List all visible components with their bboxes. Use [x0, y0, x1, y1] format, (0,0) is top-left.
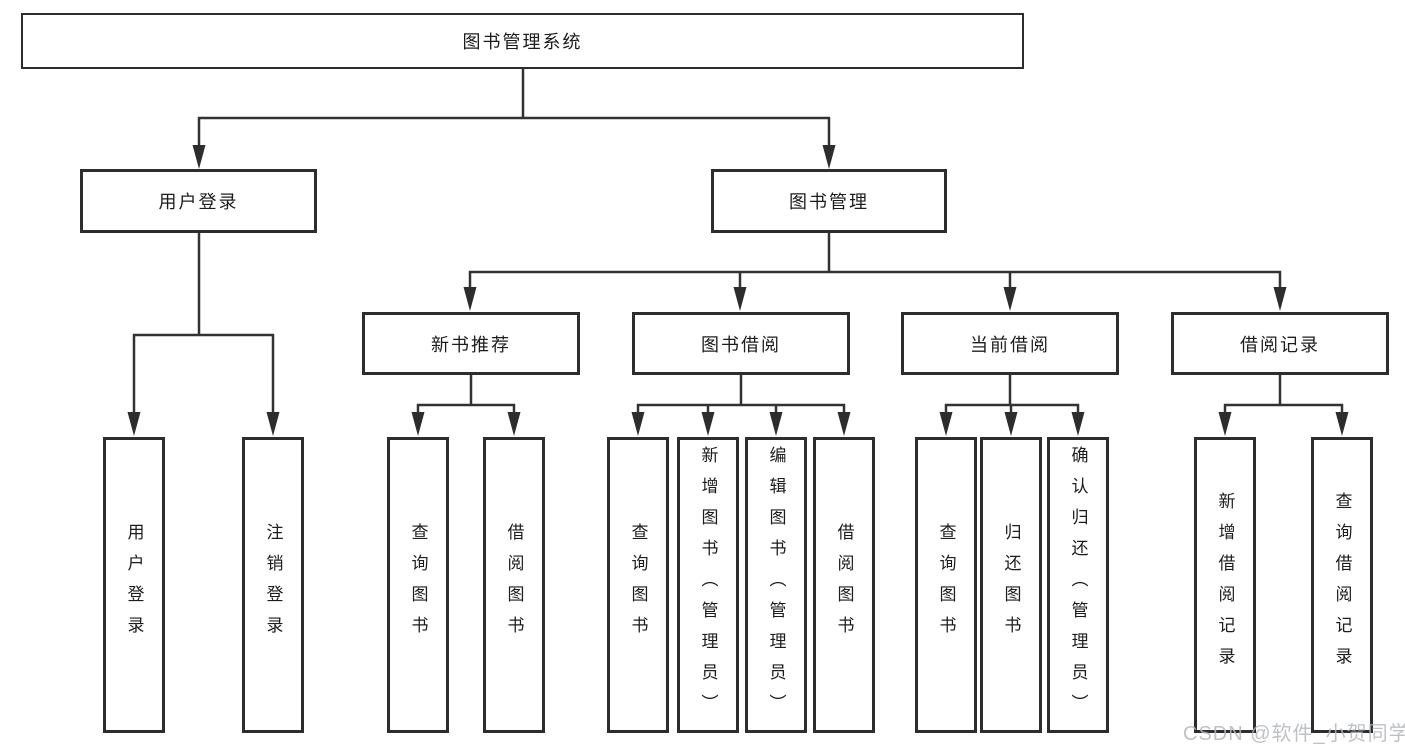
connector-root-to-level2	[192, 69, 836, 169]
leaf-edit-books-admin-label: 编辑图书（管理员）	[766, 445, 786, 725]
connector-new-book-recommend-children	[411, 375, 521, 436]
leaf-query-borrow-record: 查询借阅记录	[1311, 437, 1373, 733]
connector-book-borrow-children	[631, 375, 851, 436]
leaf-confirm-return-admin-label: 确认归还（管理员）	[1068, 445, 1088, 725]
arrowhead	[769, 412, 783, 436]
arrowhead	[463, 287, 477, 311]
csdn-watermark: CSDN @软件_小贺同学	[1183, 723, 1405, 745]
arrowhead	[507, 412, 521, 436]
arrowhead	[822, 145, 836, 169]
leaf-logout: 注销登录	[242, 437, 304, 733]
leaf-borrow-query-books-label: 查询图书	[628, 523, 648, 647]
node-root-label: 图书管理系统	[462, 32, 583, 52]
arrowhead	[1273, 287, 1287, 311]
leaf-user-login: 用户登录	[103, 437, 165, 733]
node-new-book-recommend-label: 新书推荐	[431, 334, 511, 355]
leaf-recommend-borrow-books: 借阅图书	[483, 437, 545, 733]
arrowhead	[1003, 287, 1017, 311]
leaf-recommend-query-books: 查询图书	[387, 437, 449, 733]
arrowhead	[1218, 412, 1232, 436]
node-root: 图书管理系统	[21, 13, 1024, 69]
arrowhead	[1335, 412, 1349, 436]
leaf-query-borrow-record-label: 查询借阅记录	[1332, 492, 1352, 678]
node-book-management-label: 图书管理	[789, 192, 869, 212]
node-new-book-recommend: 新书推荐	[362, 312, 580, 375]
node-current-borrow: 当前借阅	[901, 312, 1119, 375]
arrowhead	[837, 412, 851, 436]
connector-current-borrow-children	[939, 375, 1085, 436]
leaf-return-books-label: 归还图书	[1001, 523, 1021, 647]
leaf-edit-books-admin: 编辑图书（管理员）	[745, 437, 807, 733]
leaf-return-books: 归还图书	[980, 437, 1042, 733]
node-borrow-records: 借阅记录	[1171, 312, 1389, 375]
leaf-borrow-books-label: 借阅图书	[834, 523, 854, 647]
leaf-borrow-query-books: 查询图书	[607, 437, 669, 733]
leaf-current-query-books: 查询图书	[915, 437, 977, 733]
connector-book-management-to-level3	[463, 233, 1287, 311]
leaf-recommend-borrow-books-label: 借阅图书	[504, 523, 524, 647]
leaf-current-query-books-label: 查询图书	[936, 523, 956, 647]
node-book-borrow: 图书借阅	[632, 312, 850, 375]
leaf-add-books-admin: 新增图书（管理员）	[677, 437, 739, 733]
leaf-logout-label: 注销登录	[263, 523, 283, 647]
arrowhead	[192, 145, 206, 169]
leaf-add-borrow-record-label: 新增借阅记录	[1215, 492, 1235, 678]
leaf-confirm-return-admin: 确认归还（管理员）	[1047, 437, 1109, 733]
leaf-recommend-query-books-label: 查询图书	[408, 523, 428, 647]
node-borrow-records-label: 借阅记录	[1240, 334, 1320, 355]
arrowhead	[266, 412, 280, 436]
arrowhead	[411, 412, 425, 436]
arrowhead	[733, 287, 747, 311]
arrowhead	[127, 412, 141, 436]
connector-user-login-children	[127, 233, 280, 436]
node-current-borrow-label: 当前借阅	[970, 334, 1050, 355]
node-user-login: 用户登录	[80, 169, 317, 233]
node-book-borrow-label: 图书借阅	[701, 334, 781, 355]
leaf-add-borrow-record: 新增借阅记录	[1194, 437, 1256, 733]
node-user-login-label: 用户登录	[158, 192, 239, 212]
arrowhead	[631, 412, 645, 436]
leaf-add-books-admin-label: 新增图书（管理员）	[698, 445, 718, 725]
connector-borrow-records-children	[1218, 375, 1349, 436]
leaf-borrow-books: 借阅图书	[813, 437, 875, 733]
arrowhead	[939, 412, 953, 436]
arrowhead	[701, 412, 715, 436]
arrowhead	[1004, 412, 1018, 436]
node-book-management: 图书管理	[711, 169, 947, 233]
leaf-user-login-label: 用户登录	[124, 523, 144, 647]
arrowhead	[1071, 412, 1085, 436]
